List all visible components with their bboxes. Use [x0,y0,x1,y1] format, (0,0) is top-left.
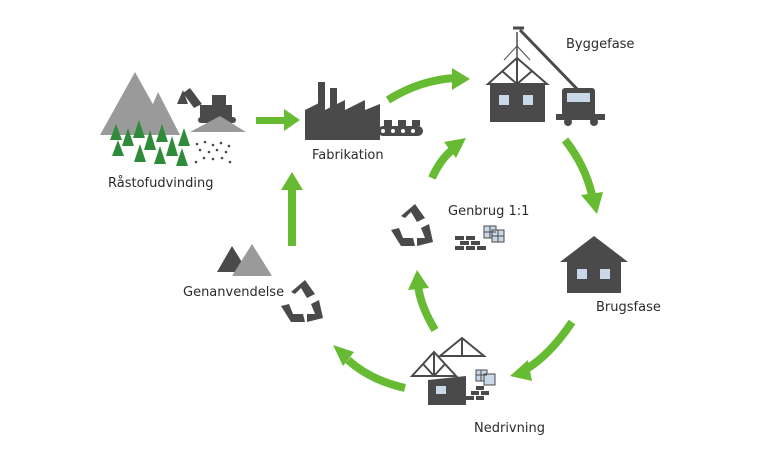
cycle-arrows [256,68,603,392]
arrow-demolition-to-recycling-icon [333,345,406,392]
truck-icon [556,88,605,126]
arrow-extraction-to-fabrication-icon [256,109,300,131]
house-icon [560,236,628,293]
arrow-fabrication-to-construction-icon [385,68,470,104]
demolition-illustration [409,336,496,405]
conveyor-icon [378,120,423,136]
bricks-icon [455,236,486,250]
crane-icon [513,26,582,94]
gravel-dots-icon [194,140,232,164]
label-fabrication: Fabrikation [312,148,384,163]
label-recycling: Genanvendelse [183,285,285,300]
extraction-illustration [100,72,246,166]
recycle-icon [391,204,433,246]
excavator-icon [177,88,236,123]
recycle-icon [281,280,323,322]
label-demolition: Nedrivning [474,421,545,436]
arrow-use-to-demolition-icon [510,319,576,381]
label-extraction: Råstofudvinding [108,176,214,191]
construction-illustration [485,26,605,126]
arrow-recycling-to-fabrication-icon [281,172,303,246]
label-reuse: Genbrug 1:1 [448,204,530,219]
arrow-demolition-to-reuse-icon [408,270,439,333]
ruined-house-icon [428,376,466,405]
roof-truss-icon [485,56,550,85]
arrow-reuse-to-fabrication-icon [428,138,466,180]
label-construction: Byggefase [566,37,635,52]
recycling-illustration [217,244,323,322]
mountains-icon [100,72,180,135]
factory-icon [305,82,380,140]
gravel-pile-icon [190,116,246,132]
reuse-illustration [391,204,505,250]
mountains-icon [217,244,272,276]
arrow-construction-to-use-icon [561,137,603,214]
bricks-icon [466,386,489,400]
trees-icon [110,120,190,166]
house-icon [485,32,550,122]
windows-icon [483,225,505,243]
windows-icon [475,369,496,386]
label-use: Brugsfase [596,300,661,315]
roof-truss-icon [409,336,487,377]
